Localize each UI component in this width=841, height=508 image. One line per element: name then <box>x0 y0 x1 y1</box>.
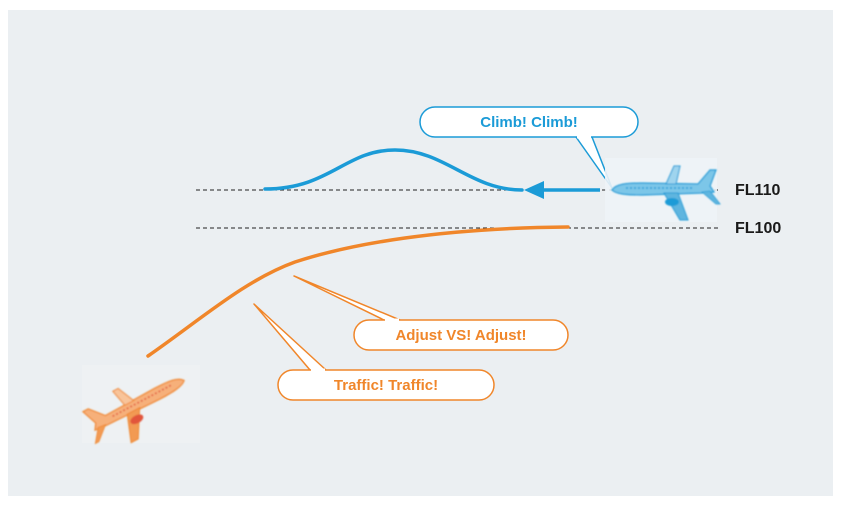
climb-callout: Climb! Climb! <box>419 106 639 189</box>
adjust-callout-text: Adjust VS! Adjust! <box>395 327 526 344</box>
traffic-callout-text: Traffic! Traffic! <box>334 377 438 394</box>
airplane-icon <box>605 158 721 222</box>
climb-callout-text: Climb! Climb! <box>480 114 578 131</box>
airplane-icon <box>81 365 200 445</box>
upper-trajectory <box>263 148 524 192</box>
arrow-left-icon <box>524 181 600 199</box>
fl100-label: FL100 <box>735 220 781 237</box>
fl110-label: FL110 <box>735 182 780 199</box>
traffic-callout: Traffic! Traffic! <box>253 303 495 401</box>
adjust-callout: Adjust VS! Adjust! <box>293 275 569 351</box>
lower-trajectory <box>146 225 570 358</box>
